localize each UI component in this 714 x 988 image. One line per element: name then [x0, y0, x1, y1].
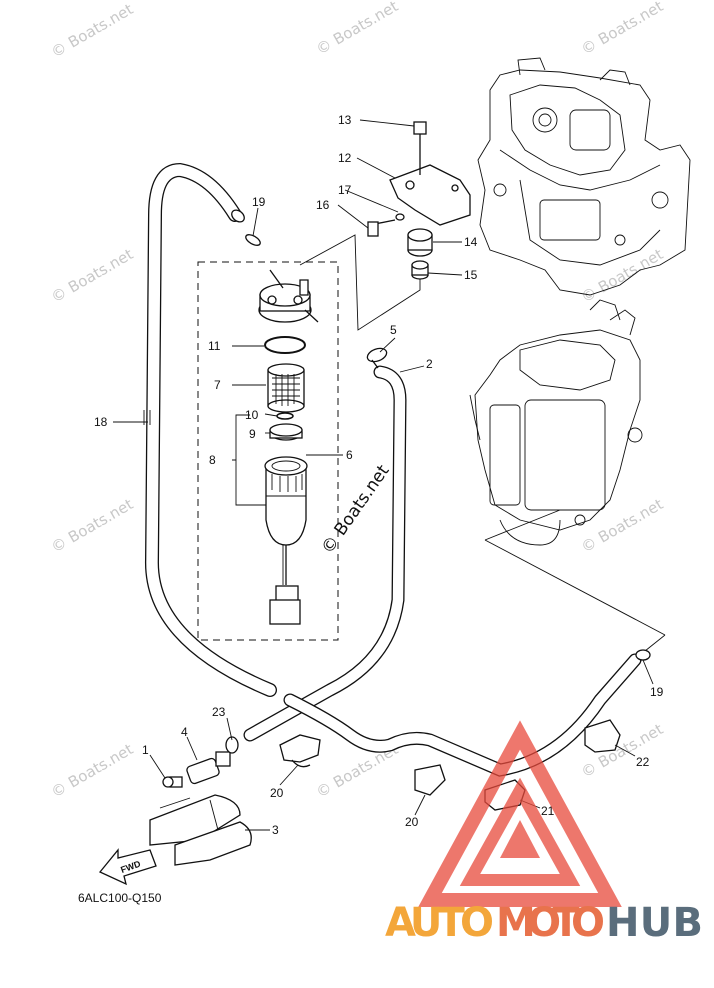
callout-4: 4: [181, 725, 188, 739]
ring: [276, 412, 294, 420]
watermark: © Boats.net: [48, 0, 136, 61]
joint-4: [186, 751, 231, 785]
hose-clip-19-right: [635, 649, 651, 661]
fuel-hose-lower: [283, 653, 642, 777]
watermark: © Boats.net: [48, 245, 136, 306]
callout-2: 2: [426, 357, 433, 371]
hose-clamp-20: [279, 734, 321, 768]
callout-6: 6: [346, 448, 353, 462]
callout-16: 16: [316, 198, 330, 212]
watermark-center: © Boats.net: [318, 461, 394, 558]
filter-assembly-box: [197, 261, 339, 641]
brand-moto: MOTO: [496, 900, 606, 946]
watermark: © Boats.net: [578, 0, 666, 58]
collar-15: [411, 260, 429, 280]
float: [269, 423, 303, 441]
callout-14: 14: [464, 235, 478, 249]
engine-block-upper: [477, 57, 691, 296]
watermark: © Boats.net: [48, 740, 136, 801]
joint-5: [366, 347, 388, 369]
callout-21: 20: [405, 815, 419, 829]
callout-15: 15: [464, 268, 478, 282]
leader-lines: [113, 119, 654, 831]
callout-23: 22: [636, 755, 650, 769]
hose-clamp-21: [414, 764, 446, 796]
callout-13: 13: [338, 113, 352, 127]
watermark: © Boats.net: [578, 495, 666, 556]
callout-1: 1: [142, 743, 149, 757]
callout-11: 11: [208, 339, 221, 353]
fuel-hose-18: [143, 162, 277, 697]
hose-clip-19-top: [245, 234, 261, 246]
filter-element: [267, 363, 305, 413]
callout-17: 17: [338, 183, 352, 197]
callout-labels: 13 12 17 16 19 14 15 11 5 2 7 18 10 9 8 …: [94, 113, 664, 837]
fwd-arrow-icon: FWD: [98, 848, 157, 886]
callout-10: 10: [245, 408, 259, 422]
fuel-hose-2: [243, 365, 407, 742]
callout-18: 18: [94, 415, 108, 429]
hose-clamp-23: [584, 719, 621, 753]
callout-19b: 19: [650, 685, 664, 699]
joint-cover-3: [149, 794, 252, 866]
guide-lines: [299, 234, 666, 656]
callout-12: 12: [338, 151, 352, 165]
watermark: © Boats.net: [313, 0, 401, 58]
callout-20: 20: [270, 786, 284, 800]
o-ring: [264, 336, 306, 354]
filter-cap: [258, 269, 319, 323]
watermark: © Boats.net: [578, 245, 666, 306]
vapor-separator-assembly: [469, 299, 643, 546]
brand-logo: AUTO MOTO HUB: [385, 720, 704, 946]
watermark: © Boats.net: [48, 495, 136, 556]
callout-7: 7: [214, 378, 221, 392]
brand-hub: HUB: [606, 900, 704, 946]
callout-5: 5: [390, 323, 397, 337]
callout-8: 8: [209, 453, 216, 467]
filter-cup: [264, 456, 308, 625]
fitting-1: [162, 776, 183, 788]
callout-9: 9: [249, 427, 256, 441]
brand-auto: AUTO: [385, 900, 495, 946]
watermarks: © Boats.net © Boats.net © Boats.net © Bo…: [48, 0, 666, 801]
callout-24: 23: [212, 705, 226, 719]
grommet-14: [407, 228, 433, 257]
bracket-assembly: [367, 121, 471, 280]
callout-22: 21: [541, 804, 555, 818]
clip-24: [225, 736, 239, 754]
callout-3: 3: [272, 823, 279, 837]
callout-19: 19: [252, 195, 266, 209]
diagram-code: 6ALC100-Q150: [78, 891, 162, 905]
